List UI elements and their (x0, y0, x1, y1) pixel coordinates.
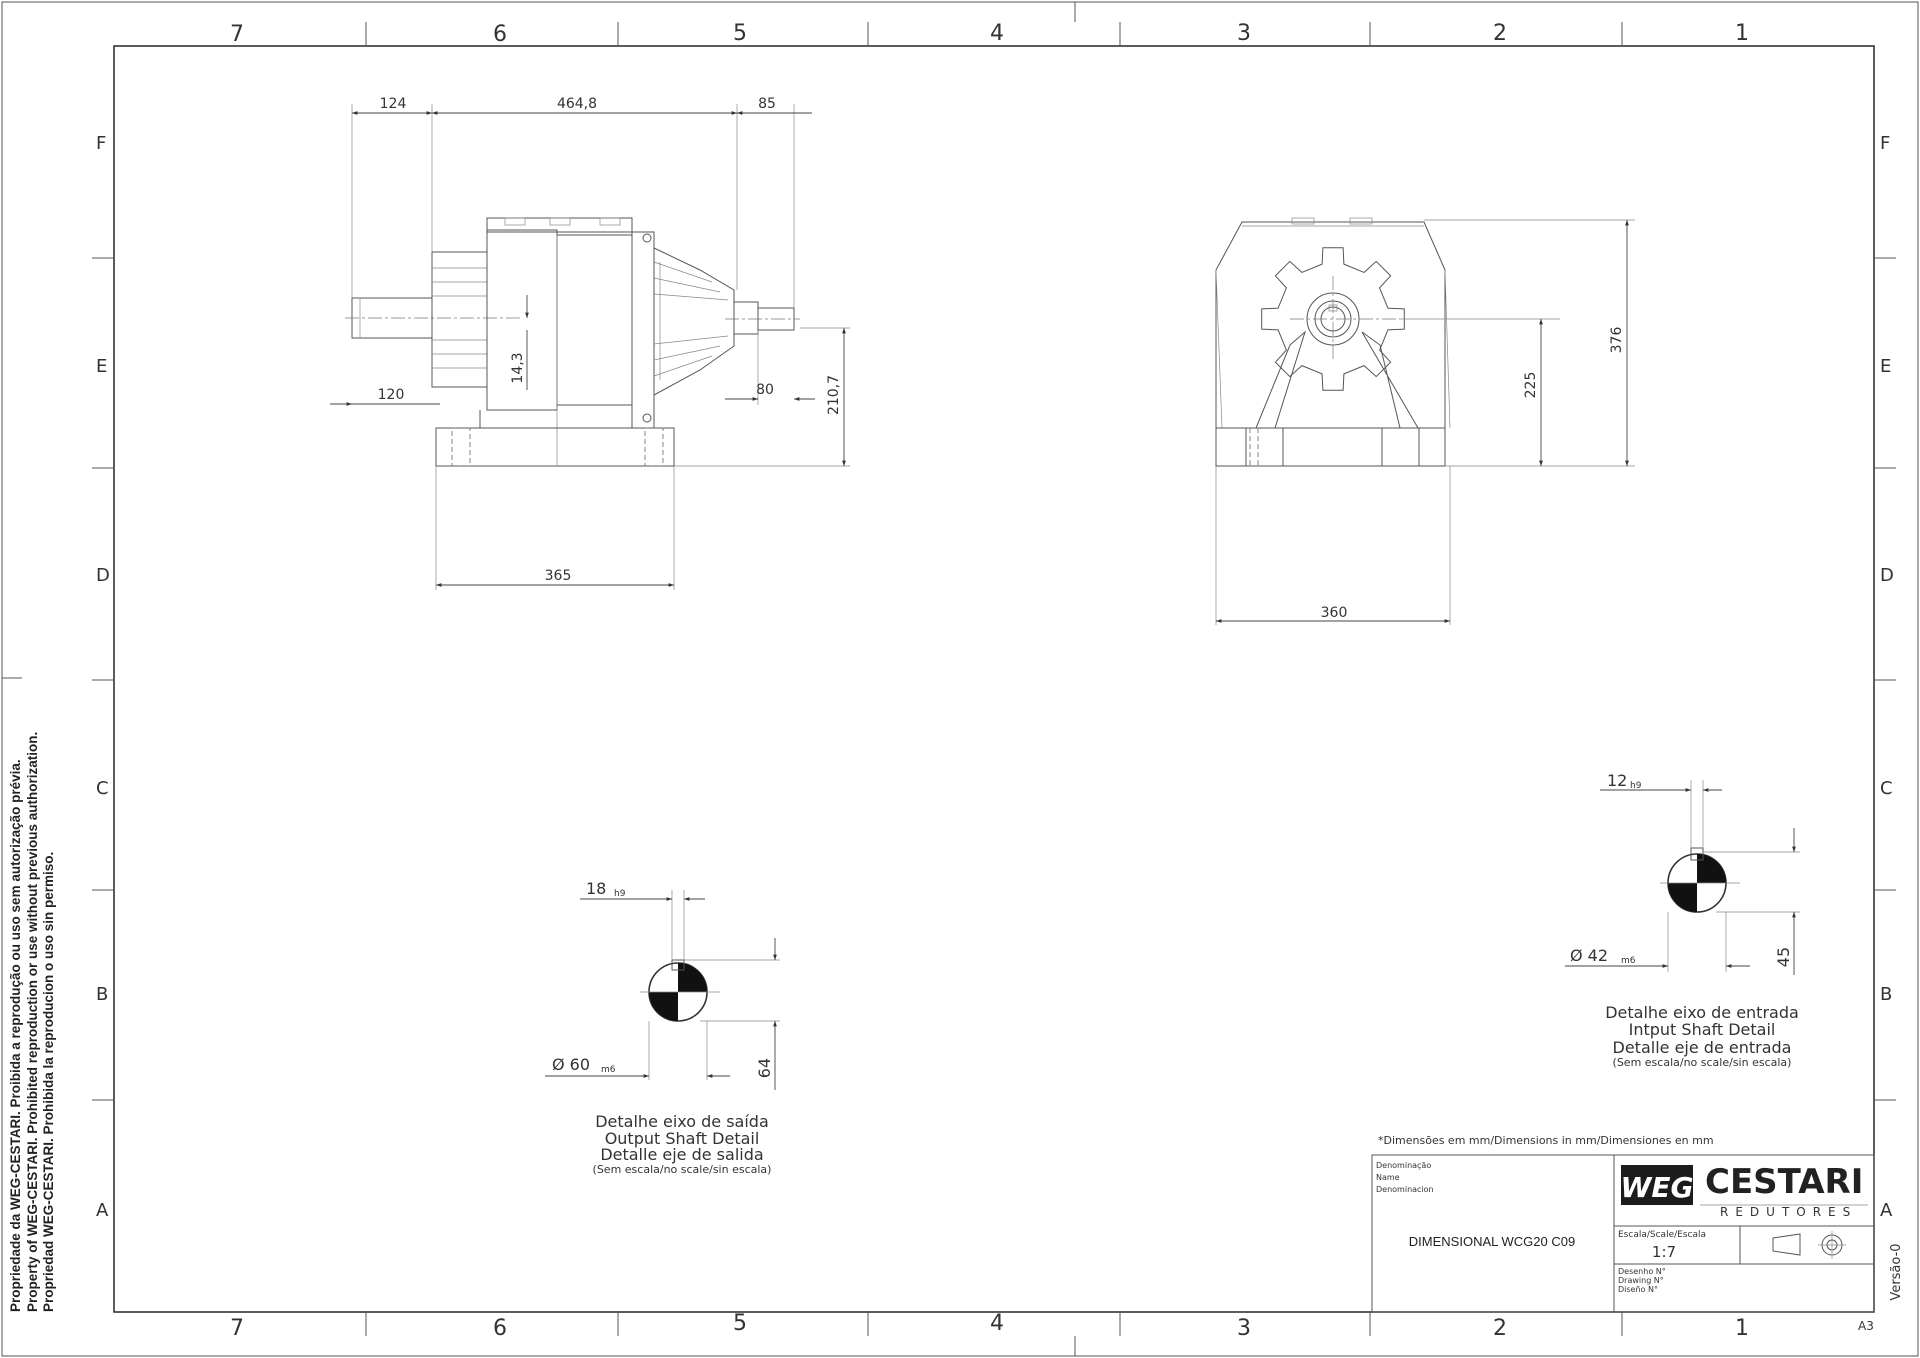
output-scale-note: (Sem escala/no scale/sin escala) (593, 1163, 772, 1176)
row-label-left: E (96, 356, 107, 377)
units-note: *Dimensões em mm/Dimensions in mm/Dimens… (1378, 1134, 1714, 1147)
input-scale-note: (Sem escala/no scale/sin escala) (1613, 1056, 1792, 1069)
dim-124: 124 (380, 96, 407, 112)
drawing-label-en: Drawing N° (1618, 1276, 1664, 1285)
output-key-tol: h9 (614, 889, 626, 899)
name-label-pt: Denominação (1376, 1161, 1431, 1170)
row-label-left: C (96, 778, 109, 799)
copyright-line-pt: Propriedade da WEG-CESTARI. Proibida a r… (8, 759, 23, 1312)
row-label-right: E (1880, 356, 1891, 377)
col-label-bottom: 6 (493, 1316, 507, 1341)
row-label-left: A (96, 1200, 109, 1221)
input-key-width: 12 (1607, 771, 1627, 790)
output-height: 64 (755, 1058, 774, 1078)
output-diameter: Ø 60 (552, 1055, 590, 1074)
front-view (345, 217, 800, 467)
copyright-note: Propriedade da WEG-CESTARI. Proibida a r… (8, 692, 58, 1312)
dim-85: 85 (758, 96, 776, 112)
input-caption-es: Detalle eje de entrada (1613, 1038, 1792, 1057)
dim-120: 120 (378, 387, 405, 403)
dim-464-8: 464,8 (557, 96, 597, 112)
row-label-left: D (96, 565, 110, 586)
row-label-left: F (96, 133, 106, 154)
row-label-right: B (1880, 984, 1892, 1005)
output-caption-pt: Detalhe eixo de saída (595, 1112, 769, 1131)
col-label-bottom: 7 (230, 1316, 244, 1341)
output-caption-en: Output Shaft Detail (605, 1129, 760, 1148)
dim-365: 365 (545, 568, 572, 584)
col-label-bottom: 3 (1237, 1316, 1251, 1341)
copyright-line-en: Property of WEG-CESTARI. Prohibited repr… (24, 731, 40, 1312)
drawing-label-es: Diseño N° (1618, 1285, 1658, 1294)
col-label-top: 7 (230, 22, 244, 47)
dim-210-7: 210,7 (826, 375, 842, 415)
title-block: Denominação Name Denominacion DIMENSIONA… (1371, 1154, 1875, 1313)
scale-value: 1:7 (1652, 1243, 1676, 1261)
col-label-top: 4 (990, 21, 1004, 46)
row-label-right: A (1880, 1200, 1893, 1221)
col-label-bottom: 5 (733, 1311, 747, 1336)
dim-225: 225 (1523, 372, 1539, 399)
quadrant-fill (649, 992, 678, 1021)
quadrant-fill (1668, 883, 1697, 912)
end-view-dimensions: 360 225 376 (1215, 219, 1635, 625)
input-height: 45 (1774, 947, 1793, 967)
col-label-top: 2 (1493, 21, 1507, 46)
row-label-right: C (1880, 778, 1893, 799)
projection-symbol-icon (1772, 1231, 1846, 1259)
quadrant-fill (1697, 854, 1726, 883)
input-diameter: Ø 42 (1570, 946, 1608, 965)
row-label-right: D (1880, 565, 1894, 586)
dim-14-3: 14,3 (510, 352, 526, 383)
dim-360: 360 (1321, 605, 1348, 621)
drawing-label-pt: Desenho N° (1618, 1267, 1666, 1276)
row-label-left: B (96, 984, 108, 1005)
name-label-es: Denominacion (1376, 1185, 1434, 1194)
input-key-tol: h9 (1630, 781, 1642, 791)
version-label: Versão-0 (1889, 1243, 1904, 1300)
logo-redutores: REDUTORES (1720, 1205, 1857, 1219)
dim-376: 376 (1609, 327, 1625, 354)
input-diameter-tol: m6 (1621, 956, 1636, 966)
logo-weg: WEG (1621, 1171, 1694, 1204)
input-shaft-detail: 12 h9 Ø 42 m6 45 Detalhe eixo de entrada… (1565, 771, 1800, 1069)
col-label-top: 3 (1237, 21, 1251, 46)
output-caption-es: Detalle eje de salida (600, 1145, 763, 1164)
weg-cestari-logo: WEG CESTARI REDUTORES (1621, 1162, 1868, 1219)
output-shaft-detail: 18 h9 Ø 60 m6 64 Detalhe eixo de saída O… (545, 879, 780, 1176)
input-caption-pt: Detalhe eixo de entrada (1605, 1003, 1799, 1022)
drawing-name: DIMENSIONAL WCG20 C09 (1409, 1234, 1575, 1249)
logo-cestari: CESTARI (1705, 1162, 1863, 1202)
sheet-size-label: A3 (1858, 1319, 1874, 1333)
input-caption-en: Intput Shaft Detail (1629, 1020, 1776, 1039)
scale-label: Escala/Scale/Escala (1618, 1230, 1706, 1240)
output-diameter-tol: m6 (601, 1065, 616, 1075)
col-label-bottom: 2 (1493, 1316, 1507, 1341)
col-label-top: 5 (733, 21, 747, 46)
quadrant-fill (678, 963, 707, 992)
copyright-line-es: Propriedad WEG-CESTARI. Prohibida la rep… (41, 851, 56, 1312)
front-view-dimensions: 124 464,8 85 120 80 14,3 210,7 365 (330, 96, 850, 590)
col-label-top: 6 (493, 22, 507, 47)
name-label-en: Name (1376, 1173, 1400, 1182)
col-label-bottom: 4 (990, 1311, 1004, 1336)
dim-80: 80 (756, 382, 774, 398)
end-view (1215, 217, 1451, 467)
output-key-width: 18 (586, 879, 606, 898)
col-label-bottom: 1 (1735, 1316, 1749, 1341)
col-label-top: 1 (1735, 21, 1749, 46)
row-label-right: F (1880, 133, 1890, 154)
